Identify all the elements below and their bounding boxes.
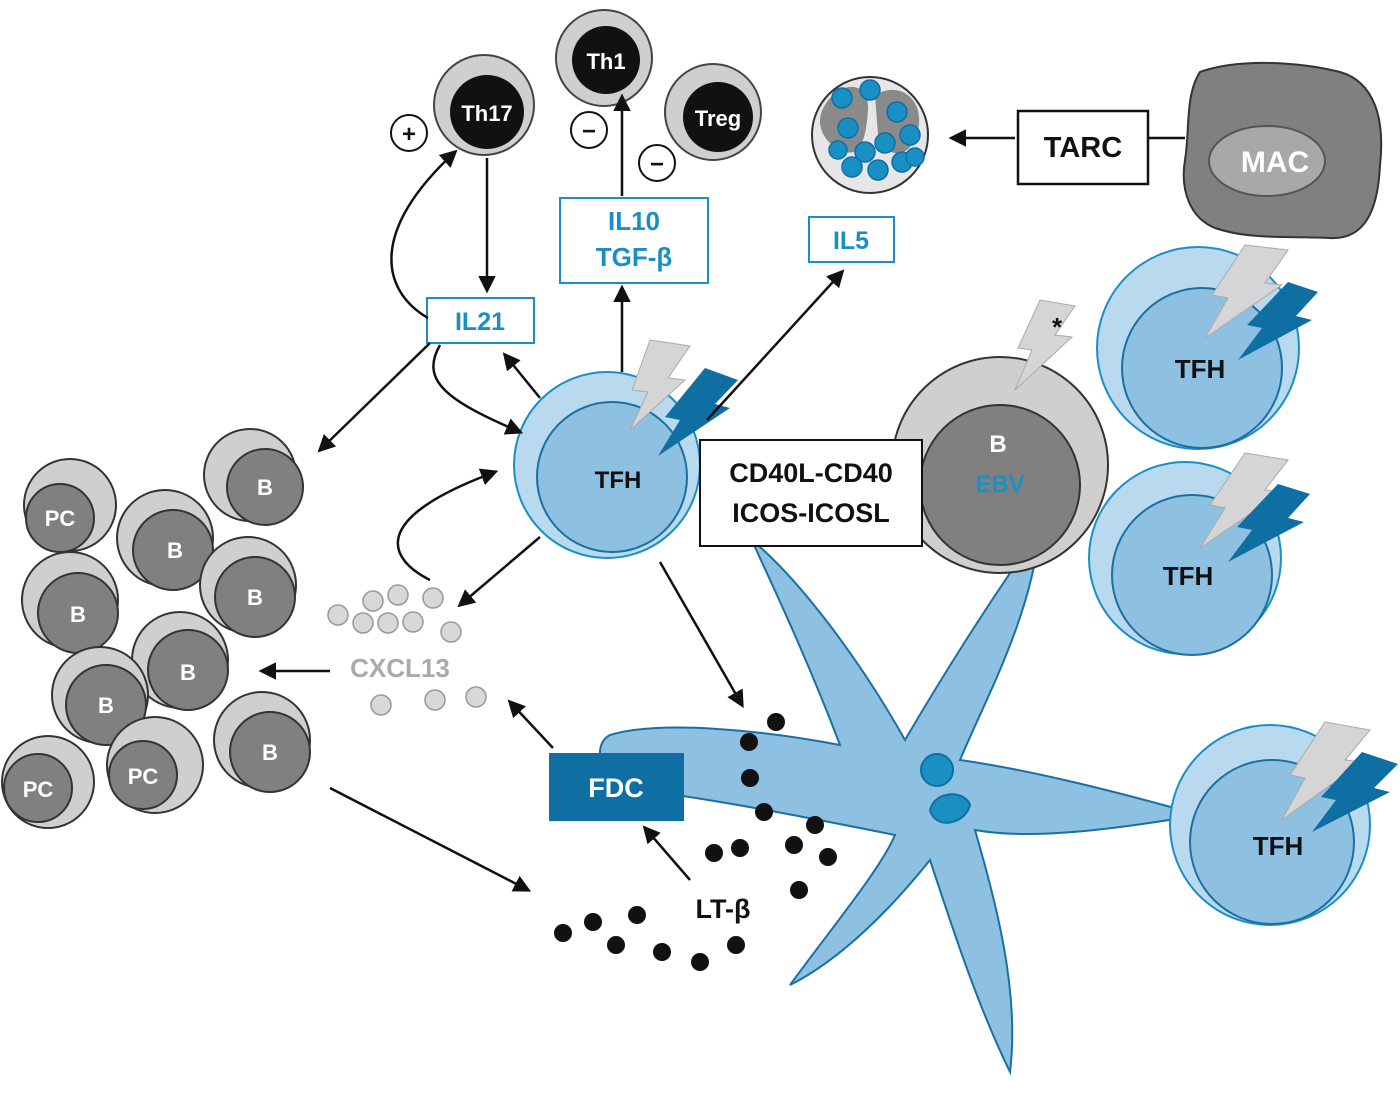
tfh-right-mid-cell: TFH — [1088, 452, 1310, 656]
b-cell: B — [203, 428, 304, 526]
il21-label: IL21 — [455, 308, 505, 336]
asterisk-mark: * — [1052, 312, 1063, 342]
svg-text:+: + — [402, 121, 416, 148]
costimulation-box: CD40L-CD40 ICOS-ICOSL — [699, 439, 923, 547]
cxcl13-label: CXCL13 — [350, 653, 450, 683]
svg-text:B: B — [70, 602, 86, 627]
il5-label: IL5 — [833, 227, 869, 255]
th17-cell: Th17 — [433, 54, 535, 156]
tfh-right-bottom-label: TFH — [1253, 831, 1304, 861]
svg-text:−: − — [582, 118, 596, 145]
lightning-gray-icon — [1281, 721, 1371, 821]
svg-text:B: B — [257, 475, 273, 500]
treg-cell: Treg — [664, 63, 762, 161]
lightning-blue-icon — [1228, 484, 1310, 562]
tfh-center-label: TFH — [595, 467, 642, 494]
tfh-right-top-cell: TFH — [1096, 244, 1318, 450]
lt-beta-molecules — [554, 713, 837, 971]
il10-label: IL10 — [608, 206, 660, 236]
cxcl13-molecules — [327, 584, 487, 716]
b-cell: B — [116, 489, 214, 591]
tfh-right-bottom-cell: TFH — [1169, 721, 1398, 926]
lightning-gray-icon — [1204, 244, 1289, 339]
ebv-label: EBV — [975, 471, 1024, 498]
tarc-box: TARC — [1016, 109, 1150, 186]
th17-label: Th17 — [461, 101, 512, 126]
svg-text:B: B — [180, 660, 196, 685]
b-cell: B — [51, 646, 149, 746]
lightning-gray-icon — [1199, 452, 1289, 549]
plasma-cell: PC — [1, 735, 95, 829]
fdc-box: FDC — [549, 753, 684, 821]
arrows — [258, 93, 1185, 892]
treg-label: Treg — [695, 106, 741, 131]
svg-text:PC: PC — [128, 764, 159, 789]
th1-label: Th1 — [586, 49, 625, 74]
b-cell: B — [213, 691, 311, 793]
svg-text:−: − — [650, 151, 664, 178]
plasma-cell: PC — [23, 458, 117, 553]
lightning-gray-icon — [629, 339, 691, 431]
plasma-cell: PC — [106, 716, 204, 814]
b-cell: B — [21, 551, 119, 654]
tfh-right-mid-label: TFH — [1163, 561, 1214, 591]
icos-icosl-label: ICOS-ICOSL — [732, 498, 890, 528]
lt-beta-label: LT-β — [696, 894, 751, 924]
plus-sign: + — [390, 114, 428, 152]
ebv-b-letter: B — [989, 431, 1006, 458]
svg-text:B: B — [167, 538, 183, 563]
mac-label: MAC — [1241, 146, 1309, 179]
th1-cell: Th1 — [555, 9, 653, 107]
il5-box: IL5 — [808, 216, 895, 263]
b-cell: B — [199, 536, 297, 638]
fdc-dendritic-cell — [599, 526, 1201, 1076]
tgf-beta-label: TGF-β — [596, 242, 673, 272]
tarc-label: TARC — [1044, 132, 1122, 164]
macrophage-cell: MAC — [1182, 62, 1383, 240]
lightning-blue-icon — [658, 368, 738, 456]
svg-text:PC: PC — [23, 777, 54, 802]
il21-box: IL21 — [426, 297, 535, 344]
minus-sign-treg: − — [638, 144, 676, 182]
svg-text:B: B — [98, 693, 114, 718]
lightning-gray-icon — [1014, 299, 1076, 391]
svg-text:PC: PC — [45, 506, 76, 531]
ebv-b-cell: B EBV * — [891, 299, 1109, 574]
b-cell: B — [131, 611, 229, 711]
eosinophil-cell — [811, 76, 929, 194]
b-cell-cluster: B PC B B B B B — [1, 428, 311, 829]
minus-sign-th1: − — [570, 111, 608, 149]
cd40l-cd40-label: CD40L-CD40 — [729, 458, 893, 488]
svg-text:B: B — [247, 585, 263, 610]
svg-text:B: B — [262, 740, 278, 765]
lightning-blue-icon — [1238, 282, 1318, 360]
fdc-label: FDC — [588, 773, 644, 803]
il10-tgf-box: IL10 TGF-β — [559, 197, 709, 284]
lightning-blue-icon — [1312, 752, 1398, 832]
tfh-right-top-label: TFH — [1175, 354, 1226, 384]
tfh-center-cell: TFH — [513, 339, 738, 559]
